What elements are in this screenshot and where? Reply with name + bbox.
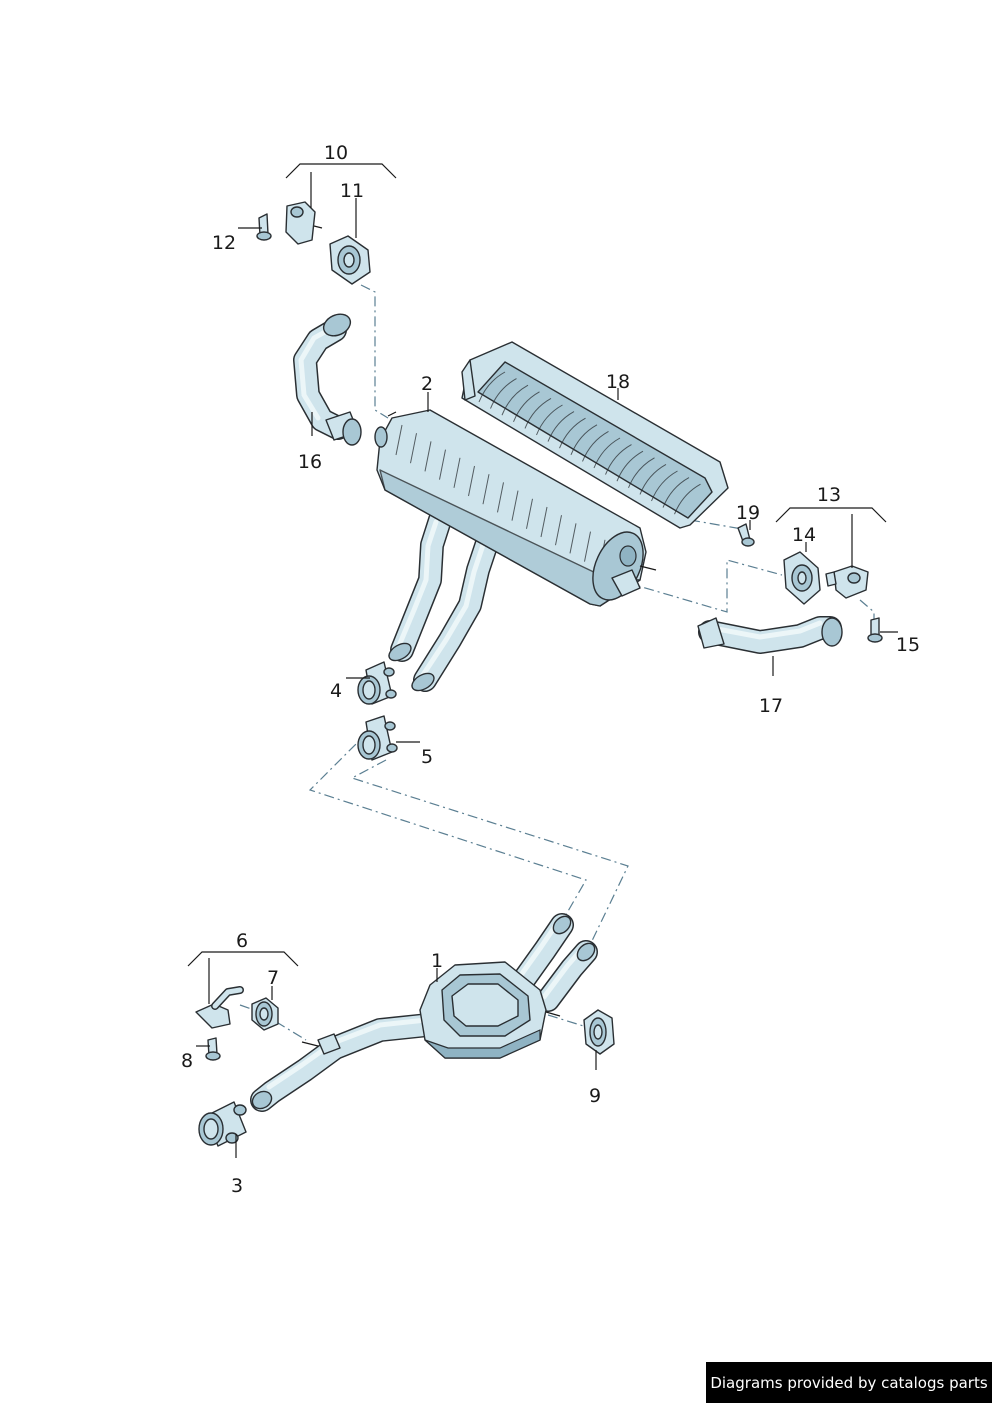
clamp-3 bbox=[198, 1101, 247, 1147]
callout-5: 5 bbox=[421, 746, 433, 768]
callout-16: 16 bbox=[298, 451, 322, 473]
silencer-rib bbox=[569, 523, 577, 554]
callout-19: 19 bbox=[736, 502, 760, 524]
callout-13: 13 bbox=[817, 484, 841, 506]
callout-17: 17 bbox=[759, 695, 783, 717]
shield-rib bbox=[501, 384, 529, 416]
callout-4: 4 bbox=[330, 680, 342, 702]
bracket-lower-group bbox=[195, 986, 279, 1061]
shield-rib bbox=[570, 424, 598, 455]
shield-rib bbox=[536, 404, 563, 436]
callout-12: 12 bbox=[212, 232, 236, 254]
credit-banner: Diagrams provided by catalogs parts bbox=[706, 1362, 992, 1403]
silencer-rib bbox=[526, 498, 533, 529]
silencer-rib bbox=[540, 506, 548, 538]
callout-8: 8 bbox=[181, 1050, 193, 1072]
silencer-rib bbox=[468, 465, 475, 497]
shield-rib bbox=[639, 463, 667, 495]
silencer-rib bbox=[584, 531, 591, 562]
clamp-5 bbox=[357, 715, 398, 761]
rubber-mount-9 bbox=[583, 1009, 615, 1055]
callout-18: 18 bbox=[606, 371, 630, 393]
callout-7: 7 bbox=[267, 967, 279, 989]
bolt-19 bbox=[737, 523, 755, 547]
shield-rib bbox=[662, 477, 690, 508]
callout-15: 15 bbox=[896, 634, 920, 656]
tail-pipe-left bbox=[293, 313, 362, 446]
shield-rib bbox=[605, 444, 632, 475]
silencer-rib bbox=[497, 482, 504, 513]
shield-rib bbox=[490, 378, 517, 409]
shield-rib bbox=[524, 397, 552, 429]
silencer-rib bbox=[511, 490, 519, 521]
callout-11: 11 bbox=[340, 180, 364, 202]
shield-rib bbox=[628, 457, 655, 488]
clamp-4 bbox=[357, 661, 397, 705]
callout-10: 10 bbox=[324, 142, 348, 164]
front-silencer bbox=[250, 913, 598, 1112]
silencer-rib bbox=[410, 433, 417, 464]
silencer-rib bbox=[482, 474, 490, 505]
leader-lines bbox=[187, 163, 898, 1158]
shield-rib bbox=[478, 371, 506, 403]
callout-3: 3 bbox=[231, 1175, 243, 1197]
shield-rib bbox=[559, 417, 586, 449]
callout-14: 14 bbox=[792, 524, 816, 546]
bracket-right-group bbox=[783, 551, 883, 643]
bracket-left-group bbox=[256, 201, 371, 285]
shield-rib bbox=[547, 411, 575, 442]
shield-rib bbox=[582, 430, 609, 462]
shield-rib bbox=[593, 437, 621, 469]
callout-labels: 10 11 12 2 18 16 13 19 14 15 4 17 5 6 1 … bbox=[181, 142, 920, 1197]
callout-9: 9 bbox=[589, 1085, 601, 1107]
shield-rib bbox=[674, 483, 701, 515]
tail-pipe-right bbox=[697, 616, 843, 654]
callout-1: 1 bbox=[431, 950, 443, 972]
silencer-rib bbox=[555, 515, 562, 546]
rear-silencer bbox=[374, 409, 657, 692]
silencer-rib bbox=[453, 457, 461, 488]
silencer-rib bbox=[424, 441, 432, 472]
shield-rib bbox=[616, 450, 644, 482]
callout-6: 6 bbox=[236, 930, 248, 952]
callout-2: 2 bbox=[421, 373, 433, 395]
heat-shield bbox=[461, 341, 729, 529]
shield-rib bbox=[651, 470, 678, 502]
silencer-rib bbox=[395, 424, 403, 456]
shield-rib bbox=[513, 391, 540, 422]
silencer-rib bbox=[439, 449, 446, 480]
